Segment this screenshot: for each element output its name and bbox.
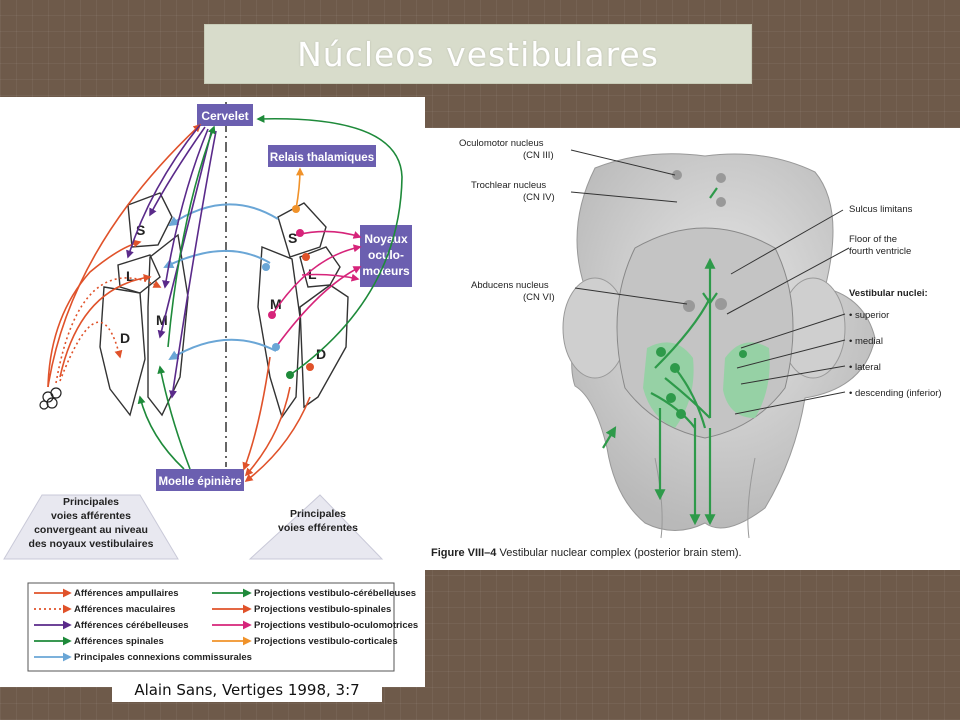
legend-commissurales: Principales connexions commissurales [74,652,252,663]
box-noyaux-label-2: oculo- [368,248,404,262]
figure-caption-bold: Figure VIII–4 [431,547,497,559]
afferent-label-line3: convergeant au niveau [34,524,148,536]
brainstem-diagram: Oculomotor nucleus (CN III) Trochlear nu… [431,138,942,559]
legend-right-column: Projections vestibulo-cérébelleuses Proj… [212,588,418,647]
right-nucleus-s: S [288,230,297,246]
label-superior: • superior [849,310,889,321]
box-noyaux-label-3: moteurs [362,264,410,278]
label-floor-1: Floor of the [849,234,897,245]
figure-caption-text: Vestibular nuclear complex (posterior br… [496,547,741,559]
left-nucleus-l: L [126,268,135,284]
cerebellar-afferents [126,124,217,399]
label-lateral: • lateral [849,362,881,373]
legend-proj-cerebelleuses: Projections vestibulo-cérébelleuses [254,588,416,599]
legend-spinales: Afférences spinales [74,636,164,647]
legend-left-column: Afférences ampullaires Afférences macula… [34,588,252,663]
spinal-projections [242,356,311,482]
legend-maculaires: Afférences maculaires [74,604,175,615]
right-nucleus-m: M [270,296,282,312]
label-vestibular: Vestibular nuclei: [849,288,928,299]
brainstem-illustration [562,153,876,539]
box-noyaux-oculomoteurs: Noyaux oculo- moteurs [360,225,412,287]
box-cervelet-label: Cervelet [201,109,248,123]
page-title: Núcleos vestibulares [297,34,659,74]
vestibular-tracts [602,187,718,526]
afferent-label-line4: des noyaux vestibulaires [29,538,154,550]
credit-line: Alain Sans, Vertiges 1998, 3:7 [112,678,382,702]
label-oculomotor-1: Oculomotor nucleus [459,138,544,149]
right-nucleus-complex [257,202,349,419]
cortical-projections [295,167,304,210]
left-diagram-panel: Cervelet Relais thalamiques Noyaux oculo… [0,97,425,687]
leader-lines [570,149,850,415]
box-relais-label: Relais thalamiques [270,152,374,164]
label-floor-2: fourth ventricle [849,246,911,257]
right-nucleus-d: D [316,346,326,362]
afferent-label-block: Principales voies afférentes convergeant… [3,494,179,560]
legend: Afférences ampullaires Afférences macula… [27,582,418,672]
legend-ampullaires: Afférences ampullaires [74,588,179,599]
legend-cerebelleuses: Afférences cérébelleuses [74,620,189,631]
nuclei-dots [656,170,747,419]
box-relais-thalamiques: Relais thalamiques [268,145,376,167]
label-trochlear-1: Trochlear nucleus [471,180,546,191]
afferent-label-line1: Principales [63,496,119,508]
macular-afferents [55,277,162,384]
neuron-dots [262,205,314,379]
afferent-label-line2: voies afférentes [51,510,131,522]
label-oculomotor-2: (CN III) [523,150,554,161]
left-nucleus-d: D [120,330,130,346]
title-banner: Núcleos vestibulares [204,24,752,84]
left-nucleus-s: S [136,222,145,238]
box-noyaux-label-1: Noyaux [364,232,408,246]
label-abducens-2: (CN VI) [523,292,555,303]
efferent-label-block: Principales voies efférentes [248,494,384,560]
ganglion-icon [39,387,62,410]
legend-proj-spinales: Projections vestibulo-spinales [254,604,391,615]
legend-proj-oculomotrices: Projections vestibulo-oculomotrices [254,620,418,631]
box-moelle-label: Moelle épinière [158,476,241,488]
legend-proj-corticales: Projections vestibulo-corticales [254,636,398,647]
ampullary-afferents [47,123,202,388]
vestibular-pathways-diagram: Cervelet Relais thalamiques Noyaux oculo… [3,102,418,672]
box-cervelet: Cervelet [197,104,253,126]
efferent-label-line1: Principales [290,508,346,520]
label-abducens-1: Abducens nucleus [471,280,549,291]
box-moelle-epiniere: Moelle épinière [156,469,244,491]
label-medial: • medial [849,336,883,347]
label-sulcus: Sulcus limitans [849,204,913,215]
commissural-connections [163,203,279,361]
efferent-label-line2: voies efférentes [278,522,358,534]
label-trochlear-2: (CN IV) [523,192,555,203]
label-descending: • descending (inferior) [849,388,942,399]
spinal-afferents [137,114,403,470]
right-diagram-panel: Oculomotor nucleus (CN III) Trochlear nu… [425,128,960,570]
left-nucleus-m: M [156,312,168,328]
figure-caption: Figure VIII–4 Vestibular nuclear complex… [431,547,742,559]
brainstem-labels: Oculomotor nucleus (CN III) Trochlear nu… [459,138,942,399]
